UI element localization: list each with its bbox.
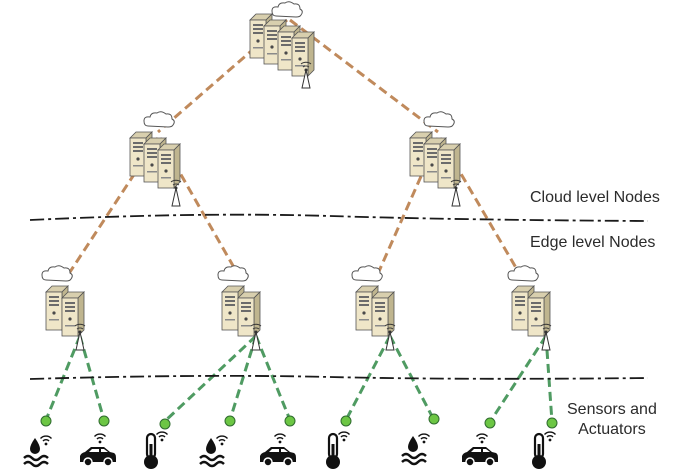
edge-node-2 xyxy=(217,265,262,351)
cloud-node-right xyxy=(409,111,462,207)
water-icon xyxy=(200,436,228,466)
car-icon xyxy=(80,434,116,466)
sensors-label-line2: Actuators xyxy=(578,421,646,438)
car-icon xyxy=(462,434,498,466)
thermometer-icon xyxy=(326,432,350,469)
thermometer-icon xyxy=(532,432,556,469)
sensors-label-line1: Sensors and xyxy=(567,401,657,418)
sensor-links xyxy=(44,334,554,424)
root-cloud-node xyxy=(249,1,315,89)
edge-node-4 xyxy=(507,265,552,351)
car-icon xyxy=(260,434,296,466)
thermometer-icon xyxy=(144,432,168,469)
edge-level-label: Edge level Nodes xyxy=(530,234,656,251)
edge-node-3 xyxy=(351,265,396,351)
edge-node-1 xyxy=(41,265,86,351)
water-icon xyxy=(402,434,430,464)
edge-sensor-divider xyxy=(29,374,649,380)
cloud-node-left xyxy=(129,111,182,207)
water-icon xyxy=(24,436,52,466)
sensor-dots xyxy=(40,413,558,430)
sensors-actuators-label: Sensors and Actuators xyxy=(567,400,657,440)
cloud-edge-divider xyxy=(29,213,649,222)
cloud-level-label: Cloud level Nodes xyxy=(530,189,660,206)
